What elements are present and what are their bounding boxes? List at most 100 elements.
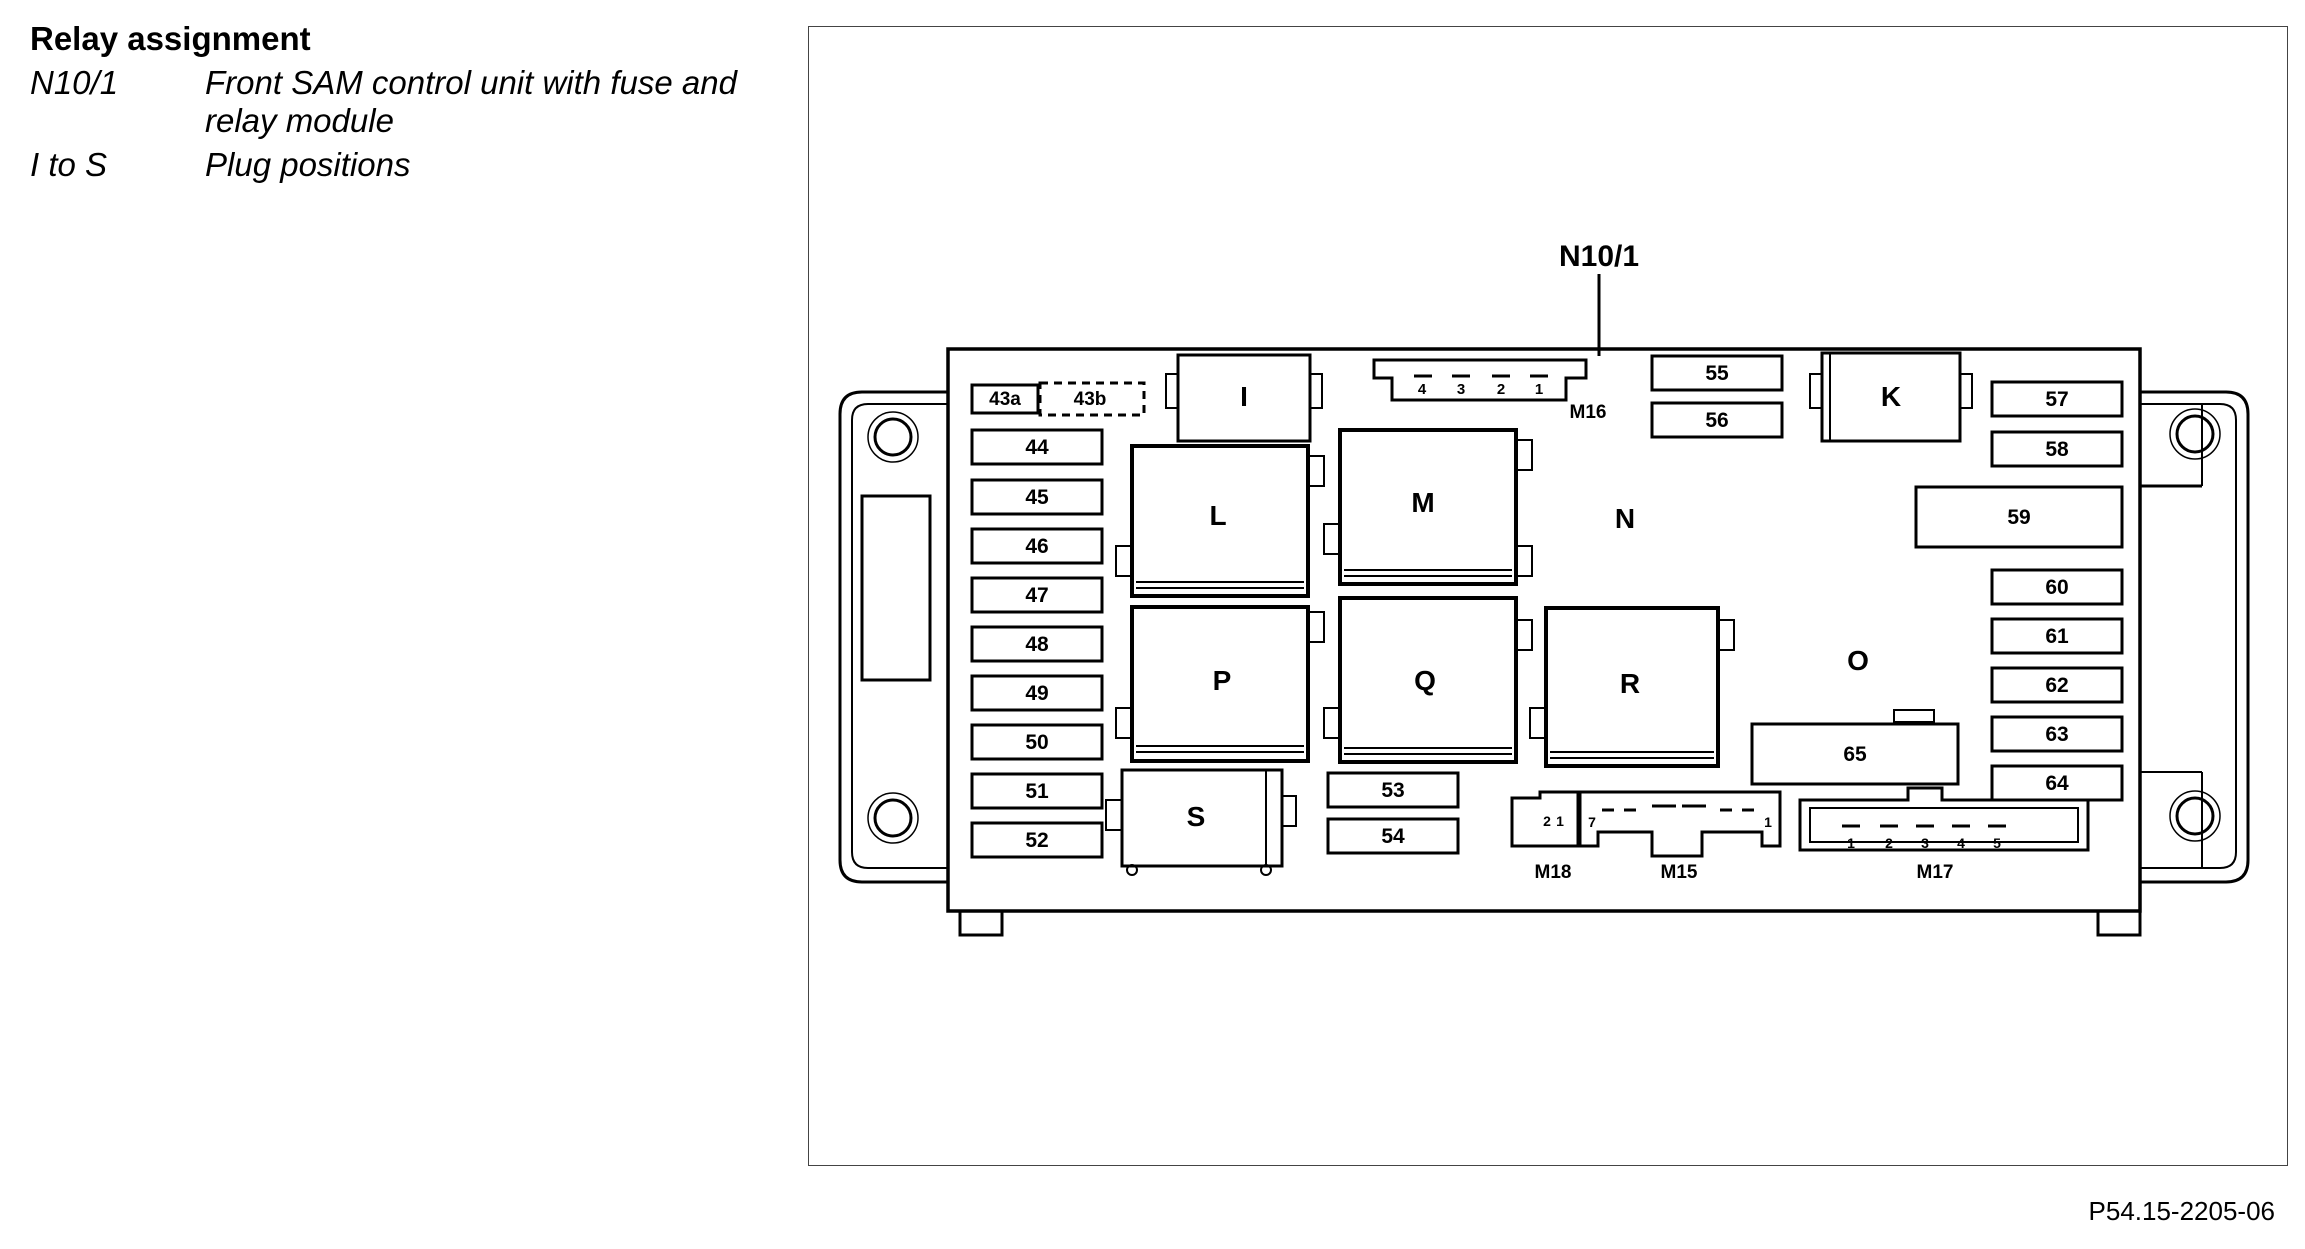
relay-label: K	[1881, 381, 1901, 412]
fuse-label: 48	[1025, 633, 1049, 656]
relay-label: I	[1240, 381, 1248, 412]
fuse-49	[970, 674, 1104, 712]
fuse-47	[970, 576, 1104, 614]
fuse-label: 47	[1025, 584, 1048, 607]
legend-key: N10/1	[30, 64, 119, 101]
right-ear-inner	[2140, 403, 2237, 869]
fuse-label: 56	[1705, 409, 1728, 432]
fuse-label: 46	[1025, 535, 1048, 558]
fuse-label: 60	[2045, 576, 2068, 599]
connector-M16	[1372, 358, 1588, 402]
connector-M15	[1578, 790, 1782, 858]
fuse-43a	[970, 383, 1040, 415]
connector-pin-label: 1	[1847, 835, 1855, 851]
fuse-59	[1914, 485, 2124, 549]
fuse-label: 49	[1025, 682, 1048, 705]
relay-label: P	[1213, 665, 1232, 696]
connector-M18	[1510, 790, 1580, 848]
left-mounting-ear	[838, 390, 948, 884]
legend-description: Plug positions	[205, 146, 411, 183]
fuse-label: 61	[2045, 625, 2069, 648]
connector-label: M17	[1917, 862, 1954, 883]
fuse-46	[970, 527, 1104, 565]
legend-item: N10/1 Front SAM control unit with fuse a…	[30, 64, 790, 140]
connector-pin-label: 7	[1588, 814, 1596, 830]
legend-item: I to S Plug positions	[30, 146, 790, 184]
fuse-61	[1990, 617, 2124, 655]
fuse-52	[970, 821, 1104, 859]
fuse-label: 58	[2045, 438, 2069, 461]
relay-M	[1338, 428, 1518, 586]
connector-M17	[1798, 786, 2090, 852]
relay-label: M	[1411, 487, 1434, 518]
legend: Relay assignment N10/1 Front SAM control…	[30, 20, 790, 190]
relay-L	[1130, 444, 1310, 598]
connector-pin-label: 1	[1556, 813, 1564, 829]
figure-id: P54.15-2205-06	[2088, 1196, 2275, 1226]
connector-pin-label: 3	[1921, 835, 1929, 851]
connector-pin-label: 1	[1764, 814, 1772, 830]
fuse-label: 59	[2007, 506, 2030, 529]
mount-hole-bottom-left	[873, 798, 913, 838]
relay-label: R	[1620, 668, 1640, 699]
fuse-label: 64	[2045, 772, 2069, 795]
legend-key: I to S	[30, 146, 108, 183]
fuse-label: 52	[1025, 829, 1048, 852]
connector-pin-label: 2	[1543, 813, 1551, 829]
fuse-58	[1990, 430, 2124, 468]
relay-label: S	[1187, 801, 1206, 832]
connector-pin-label: 4	[1418, 381, 1427, 398]
fuse-48	[970, 625, 1104, 663]
fuse-50	[970, 723, 1104, 761]
connector-pin-label: 2	[1497, 381, 1505, 398]
fuse-43b	[1038, 381, 1146, 417]
fuse-label: 65	[1843, 743, 1867, 766]
fuse-55	[1650, 354, 1784, 392]
connector-pin-label: 5	[1993, 835, 2001, 851]
mount-hole-top-left-ring	[867, 411, 919, 463]
foot-left	[958, 909, 1004, 937]
legend-description: Front SAM control unit with fuse and rel…	[205, 64, 737, 139]
fuse-label: 55	[1705, 362, 1729, 385]
mount-hole-bottom-right	[2175, 796, 2215, 836]
relay-R	[1544, 606, 1720, 768]
mount-hole-top-right	[2175, 414, 2215, 454]
fuse-label: 43a	[989, 389, 1021, 410]
fuse-label: 57	[2045, 388, 2068, 411]
fuse-label: 54	[1381, 825, 1405, 848]
relay-P	[1130, 605, 1310, 763]
fuse-51	[970, 772, 1104, 810]
fuse-65-clip	[1893, 709, 1935, 723]
callout-label: N10/1	[1559, 240, 1639, 273]
mount-hole-bottom-right-ring	[2169, 790, 2221, 842]
mount-hole-top-right-ring	[2169, 408, 2221, 460]
connector-pin-label: 2	[1885, 835, 1893, 851]
m15-pin-marks	[1602, 804, 1754, 812]
connector-pin-label: 4	[1957, 835, 1965, 851]
connector-label: M15	[1661, 862, 1698, 883]
connector-pin-label: 1	[1535, 381, 1543, 398]
module-housing	[946, 347, 2142, 913]
mount-hole-bottom-left-ring	[867, 792, 919, 844]
fuse-relay-module-diagram: N10/1 43a 43b 44 45 46 47 48 49 50 51 52…	[838, 240, 2250, 937]
legend-title: Relay assignment	[30, 20, 311, 57]
connector-label: M16	[1570, 402, 1607, 423]
left-ear-inner	[851, 403, 948, 869]
fuse-54	[1326, 817, 1460, 855]
right-mounting-ear	[2140, 390, 2250, 884]
fuse-63	[1990, 715, 2124, 753]
fuse-label: 43b	[1074, 389, 1107, 410]
connector-pin-label: 3	[1457, 381, 1465, 398]
fuse-label: 50	[1025, 731, 1048, 754]
figure-frame	[808, 26, 2288, 1166]
fuse-45	[970, 478, 1104, 516]
fuse-label: 62	[2045, 674, 2068, 697]
fuse-53	[1326, 771, 1460, 809]
relay-label: Q	[1414, 665, 1436, 696]
left-ear-slot	[860, 494, 932, 682]
mount-hole-top-left	[873, 417, 913, 457]
connector-label: M18	[1535, 862, 1572, 883]
relay-label: L	[1209, 500, 1226, 531]
fuse-44	[970, 428, 1104, 466]
fuse-label: 44	[1025, 436, 1049, 459]
